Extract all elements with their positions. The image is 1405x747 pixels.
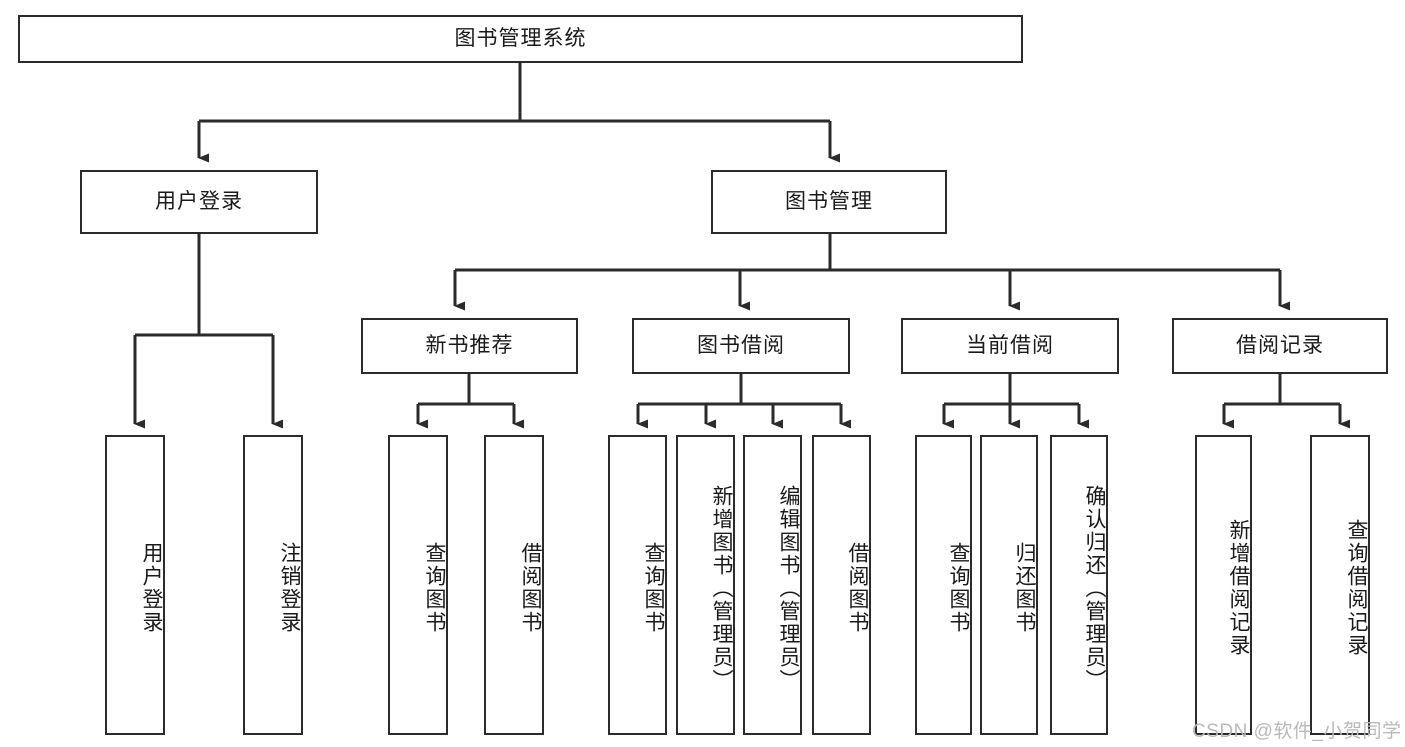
node-leaf-add-book-label: 新增图书（管理员） [710,484,733,692]
node-leaf-confirm-return[interactable]: 确认归还（管理员） [1050,435,1108,735]
node-leaf-query-book-3-label: 查询图书 [947,542,970,634]
node-book-management[interactable]: 图书管理 [711,170,947,234]
node-leaf-query-book-1-label: 查询图书 [423,542,446,634]
node-root-label: 图书管理系统 [454,26,587,50]
node-leaf-add-record-label: 新增借阅记录 [1227,519,1250,657]
node-leaf-query-record[interactable]: 查询借阅记录 [1310,435,1370,735]
node-book-management-label: 图书管理 [785,189,873,213]
node-leaf-edit-book[interactable]: 编辑图书（管理员） [743,435,802,735]
node-current-borrow-label: 当前借阅 [966,333,1054,357]
node-book-borrow[interactable]: 图书借阅 [632,318,850,374]
watermark-text: CSDN @软件_小贺同学 [1192,721,1402,742]
node-leaf-return-book[interactable]: 归还图书 [980,435,1038,735]
node-leaf-add-book[interactable]: 新增图书（管理员） [676,435,735,735]
node-leaf-borrow-book-1-label: 借阅图书 [519,542,542,634]
node-leaf-borrow-book-2[interactable]: 借阅图书 [812,435,871,735]
node-new-book-recommend-label: 新书推荐 [425,333,514,357]
node-leaf-add-record[interactable]: 新增借阅记录 [1195,435,1252,735]
node-leaf-confirm-return-label: 确认归还（管理员） [1083,484,1106,692]
node-user-login[interactable]: 用户登录 [80,170,318,234]
node-leaf-query-book-1[interactable]: 查询图书 [388,435,448,735]
node-leaf-user-login[interactable]: 用户登录 [105,435,165,735]
node-book-borrow-label: 图书借阅 [697,333,785,357]
watermark-csdn: CSDN @软件_小贺同学 [1192,716,1401,743]
node-leaf-logout-label: 注销登录 [278,542,301,634]
node-borrow-records-label: 借阅记录 [1236,333,1324,357]
node-leaf-return-book-label: 归还图书 [1013,542,1036,634]
node-leaf-borrow-book-2-label: 借阅图书 [846,542,869,634]
node-leaf-query-record-label: 查询借阅记录 [1345,519,1368,657]
node-leaf-borrow-book-1[interactable]: 借阅图书 [484,435,544,735]
node-borrow-records[interactable]: 借阅记录 [1172,318,1388,374]
node-current-borrow[interactable]: 当前借阅 [901,318,1119,374]
node-user-login-label: 用户登录 [155,189,243,213]
node-leaf-query-book-3[interactable]: 查询图书 [915,435,972,735]
node-leaf-query-book-2[interactable]: 查询图书 [608,435,667,735]
node-leaf-logout[interactable]: 注销登录 [243,435,303,735]
node-new-book-recommend[interactable]: 新书推荐 [361,318,578,374]
node-root[interactable]: 图书管理系统 [18,15,1023,63]
node-leaf-query-book-2-label: 查询图书 [642,542,665,634]
node-leaf-edit-book-label: 编辑图书（管理员） [777,484,800,692]
node-leaf-user-login-label: 用户登录 [140,542,163,634]
